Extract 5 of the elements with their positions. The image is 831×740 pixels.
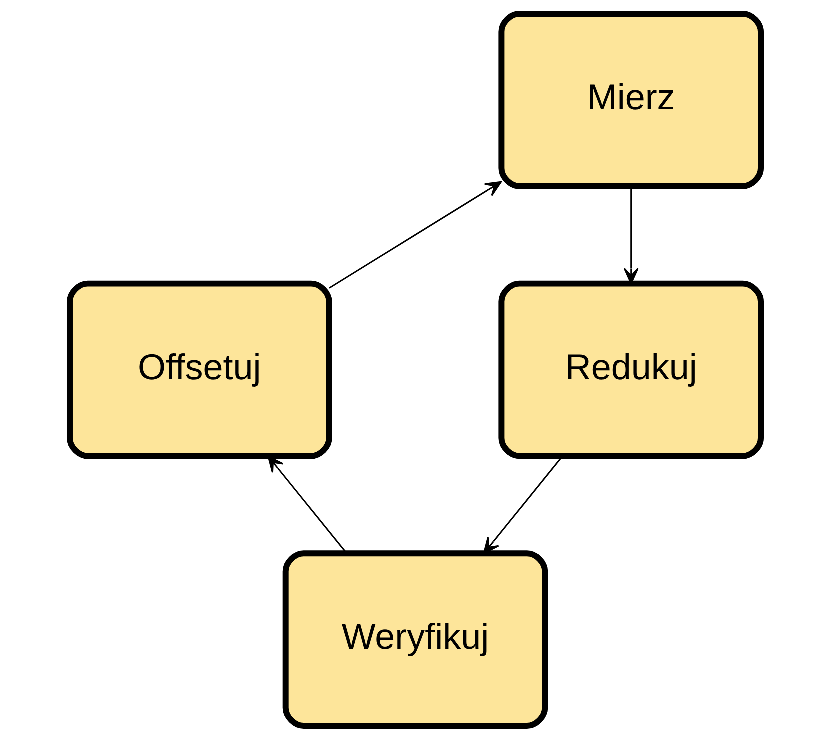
node-box: Mierz [498,11,764,190]
node-box: Offsetuj [67,280,332,460]
node-box: Weryfikuj [282,550,548,729]
node-box: Redukuj [498,280,764,460]
arrow [329,181,502,289]
